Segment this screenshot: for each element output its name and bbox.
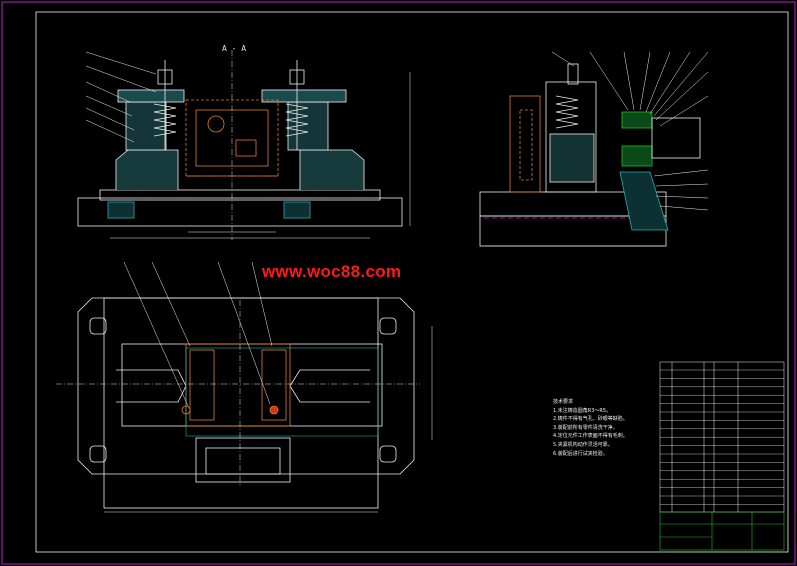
note-line: 2.铸件不得有气孔、砂眼等缺陷。 bbox=[553, 416, 628, 423]
note-line: 1.未注铸造圆角R3～R5。 bbox=[553, 407, 612, 414]
section-label: A - A bbox=[222, 44, 247, 53]
inner-frame bbox=[35, 11, 789, 553]
front-section-view bbox=[77, 50, 411, 240]
parts-list-rows bbox=[660, 369, 784, 505]
note-line: 6.装配后进行试夹检验。 bbox=[553, 450, 608, 457]
note-line: 3.装配前所有零件清洗干净。 bbox=[553, 424, 618, 431]
note-line: 4.定位元件工作表面不得有毛刺。 bbox=[553, 433, 628, 440]
side-section-view bbox=[479, 51, 709, 247]
technical-requirements: 技术要求 1.未注铸造圆角R3～R5。 2.铸件不得有气孔、砂眼等缺陷。 3.装… bbox=[553, 398, 628, 458]
parts-list bbox=[659, 361, 785, 513]
plan-view bbox=[56, 261, 433, 513]
watermark-url: www.woc88.com bbox=[262, 262, 402, 281]
notes-title: 技术要求 bbox=[553, 399, 574, 405]
title-block bbox=[659, 511, 785, 551]
note-line: 5.夹紧机构动作灵活可靠。 bbox=[553, 441, 613, 448]
